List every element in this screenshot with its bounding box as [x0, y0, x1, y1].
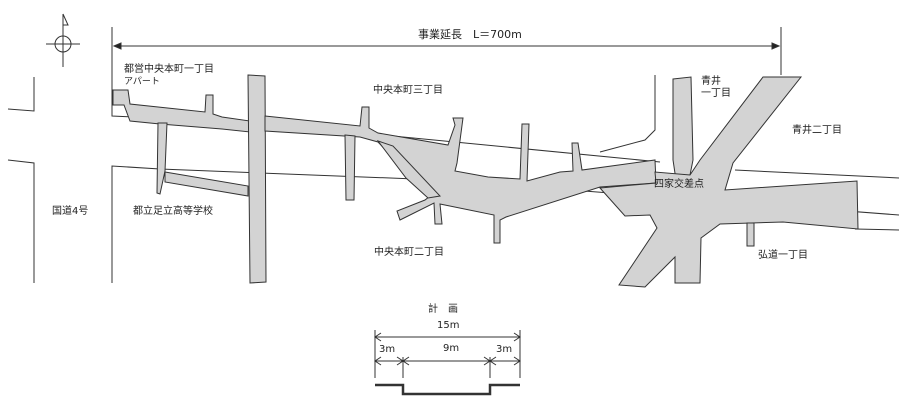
label-chuo-3: 中央本町三丁目: [373, 85, 443, 96]
label-aoi-1-line2: 一丁目: [701, 88, 731, 99]
cross-section-title: 計 画: [428, 304, 458, 315]
label-yotsuya-intersection: 四家交差点: [654, 179, 704, 190]
cross-section-left-sidewalk: 3m: [379, 344, 396, 355]
cross-section-total-width: 15m: [437, 320, 460, 331]
label-aoi-1-line1: 青井: [701, 76, 721, 87]
label-apartment-line1: 都営中央本町一丁目: [124, 64, 214, 75]
label-high-school: 都立足立高等学校: [133, 206, 213, 217]
label-aoi-2: 青井二丁目: [792, 125, 842, 136]
cross-section-carriageway: 9m: [443, 343, 460, 354]
label-aoi-1: 青井 一丁目: [701, 76, 731, 100]
label-kodo-1: 弘道一丁目: [758, 250, 808, 261]
north-arrow-icon: [46, 13, 80, 67]
label-apartment-line2: アパート: [124, 77, 160, 87]
label-chuo-2: 中央本町二丁目: [374, 247, 444, 258]
planned-road: [112, 74, 859, 288]
project-length-label: 事業延長 L＝700m: [418, 28, 522, 41]
label-route-4: 国道4号: [52, 206, 89, 217]
cross-section-diagram: [374, 330, 521, 396]
cross-section-right-sidewalk: 3m: [496, 344, 513, 355]
label-apartment: 都営中央本町一丁目 アパート: [124, 64, 214, 88]
